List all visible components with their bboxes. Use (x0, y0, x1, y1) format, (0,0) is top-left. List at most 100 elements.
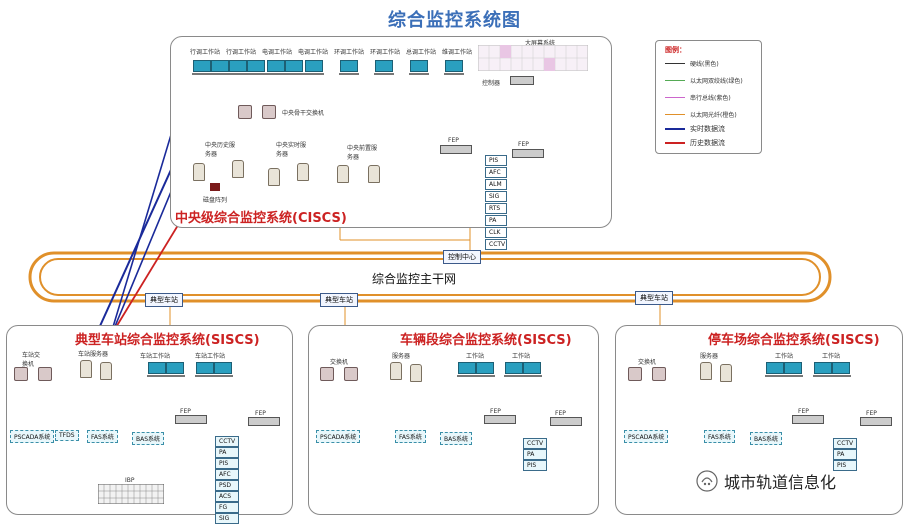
subsystem-cctv: CCTV (833, 438, 857, 449)
fep-icon (550, 417, 582, 426)
monitor-icon (813, 362, 833, 377)
yard-ws1-label: 工作站 (775, 353, 794, 360)
monitor-icon (284, 60, 304, 75)
fep-icon (792, 415, 824, 424)
station-ws2-label: 车站工作站 (195, 353, 226, 360)
monitor-icon (210, 60, 230, 75)
station-box-pscada: PSCADA系统 (10, 430, 55, 443)
subsystem-cctv: CCTV (523, 438, 547, 449)
yard-system-box (615, 325, 903, 515)
station-fep-label: FEP (255, 410, 266, 417)
server-icon (232, 160, 244, 178)
monitor-icon (339, 60, 359, 75)
subsystem-sig: SIG (485, 191, 507, 202)
frontend-server-label: 中央前置服务器 (347, 145, 378, 161)
depot-server-label: 服务器 (392, 353, 411, 360)
server-icon (100, 362, 112, 380)
controller-icon (510, 76, 534, 85)
legend-line-serial (665, 97, 685, 98)
monitor-icon (228, 60, 248, 75)
depot-system-label: 车辆段综合监控系统(SISCS) (400, 333, 572, 348)
depot-switch-label: 交换机 (330, 359, 349, 366)
station-box-bas: BAS系统 (132, 432, 165, 445)
legend-line-fiber (665, 114, 685, 115)
watermark-text: 城市轨道信息化 (724, 473, 837, 492)
fep-icon (484, 415, 516, 424)
control-center-tag: 控制中心 (443, 250, 481, 264)
depot-fep-label: FEP (490, 408, 501, 415)
typical-station-tag: 典型车站 (320, 293, 358, 307)
monitor-icon (457, 362, 477, 377)
central-ws-label: 维调工作站 (442, 49, 473, 56)
big-screen-label: 大屏幕系统 (525, 40, 556, 47)
depot-ws1-label: 工作站 (466, 353, 485, 360)
server-icon (297, 163, 309, 181)
realtime-server-label: 中央实时服务器 (276, 142, 307, 158)
monitor-icon (783, 362, 803, 377)
monitor-icon (147, 362, 167, 377)
station-switch-label: 车站交换机 (22, 352, 41, 368)
legend-text: 以太网光纤(橙色) (690, 112, 737, 119)
fep-icon (860, 417, 892, 426)
central-ws-label: 电调工作站 (262, 49, 293, 56)
legend-line-hardwire (665, 63, 685, 64)
legend-line-ethernet (665, 80, 685, 81)
depot-box-bas: BAS系统 (440, 432, 473, 445)
ibp-panel-icon (98, 484, 164, 504)
fep-icon (175, 415, 207, 424)
legend-text: 实时数据流 (690, 125, 725, 133)
depot-ws2-label: 工作站 (512, 353, 531, 360)
server-icon (410, 364, 422, 382)
yard-box-bas: BAS系统 (750, 432, 783, 445)
subsystem-alm: ALM (485, 179, 507, 190)
station-box-tfds: TFDS (55, 430, 79, 441)
yard-system-label: 停车场综合监控系统(SISCS) (708, 333, 880, 348)
subsystem-pa: PA (523, 449, 547, 460)
station-subsystem-list: CCTV PA PIS AFC PSD ACS FG SIG (215, 436, 239, 524)
legend-line-history (665, 142, 685, 144)
yard-fep-label: FEP (866, 410, 877, 417)
server-icon (390, 362, 402, 380)
subsystem-pis: PIS (523, 460, 547, 471)
central-switch-label: 中央骨干交换机 (282, 110, 325, 117)
station-box-fas: FAS系统 (87, 430, 118, 443)
central-ws-label: 环调工作站 (370, 49, 401, 56)
disk-array-label: 磁盘阵列 (203, 197, 228, 204)
station-system-label: 典型车站综合监控系统(SISCS) (75, 333, 260, 348)
subsystem-pa: PA (485, 215, 507, 226)
central-ws-label: 总调工作站 (406, 49, 437, 56)
switch-icon (38, 367, 52, 381)
depot-subsystem-list: CCTV PA PIS (523, 438, 547, 471)
backbone-ring-outer (28, 251, 832, 303)
central-subsystem-list: PIS AFC ALM SIG RTS PA CLK CCTV (485, 155, 507, 250)
monitor-icon (409, 60, 429, 75)
depot-fep-label: FEP (555, 410, 566, 417)
backbone-ring-inner (39, 258, 821, 296)
monitor-icon (192, 60, 212, 75)
yard-subsystem-list: CCTV PA PIS (833, 438, 857, 471)
server-icon (193, 163, 205, 181)
legend-text: 以太网双绞线(绿色) (690, 78, 743, 85)
typical-station-tag: 典型车站 (145, 293, 183, 307)
server-icon (368, 165, 380, 183)
subsystem-psd: PSD (215, 480, 239, 491)
switch-icon (320, 367, 334, 381)
monitor-icon (374, 60, 394, 75)
switch-icon (652, 367, 666, 381)
monitor-icon (504, 362, 524, 377)
subsystem-pis: PIS (485, 155, 507, 166)
subsystem-afc: AFC (485, 167, 507, 178)
monitor-icon (475, 362, 495, 377)
central-ws-label: 电调工作站 (298, 49, 329, 56)
monitor-icon (831, 362, 851, 377)
legend-text: 历史数据流 (690, 139, 725, 147)
wechat-logo-icon (696, 470, 718, 492)
central-ws-label: 行调工作站 (226, 49, 257, 56)
monitor-icon (246, 60, 266, 75)
server-icon (337, 165, 349, 183)
switch-icon (262, 105, 276, 119)
switch-icon (14, 367, 28, 381)
backbone-label: 综合监控主干网 (372, 272, 457, 286)
switch-icon (238, 105, 252, 119)
ibp-label: IBP (125, 477, 135, 484)
